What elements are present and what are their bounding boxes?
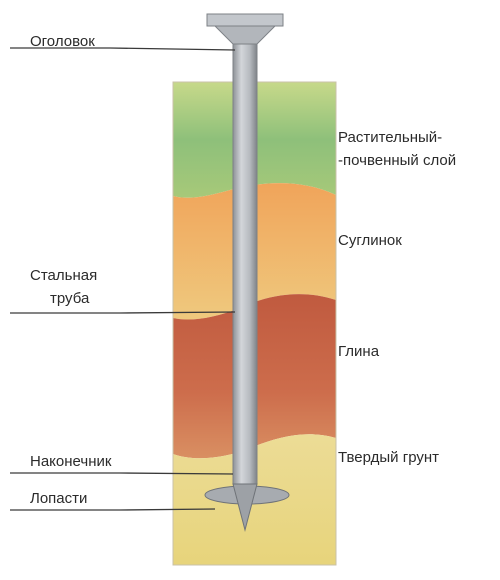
leader-pipe [10, 311, 236, 314]
label-pipe-line1: Стальная [30, 267, 98, 284]
label-loam: Суглинок [338, 232, 402, 249]
label-topsoil-line2: -почвенный слой [338, 152, 457, 169]
pile-head-plate [206, 13, 284, 27]
label-hard-ground: Твердый грунт [338, 449, 440, 466]
leader-blades [10, 508, 216, 511]
pile-steel-pipe [232, 43, 258, 485]
label-blades: Лопасти [30, 490, 88, 507]
pile-head-neck [213, 25, 277, 45]
label-topsoil-line1: Растительный- [338, 129, 443, 146]
leader-tip [10, 472, 234, 475]
label-tip: Наконечник [30, 453, 112, 470]
label-clay: Глина [338, 343, 380, 360]
screw-pile [204, 13, 290, 532]
label-head: Оголовок [30, 33, 95, 50]
label-pipe-line2: труба [50, 290, 90, 307]
pile-tip [232, 483, 258, 532]
leader-head [10, 47, 236, 51]
leader-lines [10, 47, 236, 511]
